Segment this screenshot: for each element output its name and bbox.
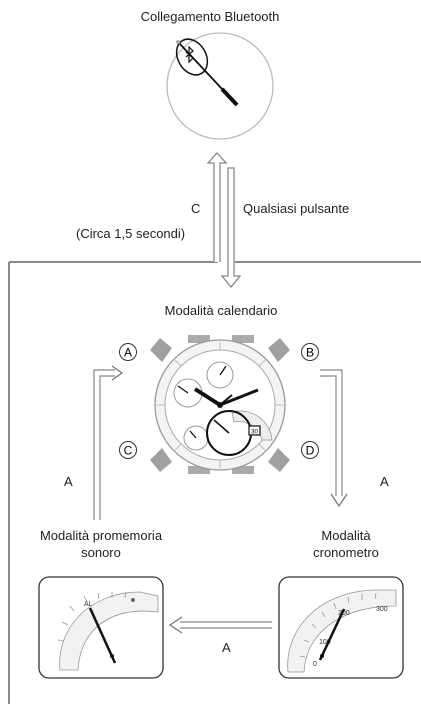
stopwatch-100-text: 100 <box>319 639 331 646</box>
alarm-mode-line2: sonoro <box>81 545 121 560</box>
button-b-marker: B <box>301 343 319 361</box>
vertical-arrows <box>206 152 242 289</box>
arrow-stopwatch-to-alarm <box>168 616 272 634</box>
bluetooth-icon <box>185 45 194 64</box>
arrow-bottom-a-label: A <box>222 640 231 655</box>
alarm-al-text: AL <box>84 601 93 608</box>
stopwatch-mode-line1: Modalità <box>321 528 371 543</box>
alarm-mode-title: Modalità promemoria sonoro <box>40 527 162 561</box>
bluetooth-connection-title: Collegamento Bluetooth <box>140 9 280 24</box>
c-button-label: C <box>191 201 201 216</box>
bluetooth-dial <box>166 32 274 140</box>
stopwatch-200-text: 200 <box>338 610 350 617</box>
date-window-text: 30 <box>251 430 258 436</box>
button-c-marker: C <box>119 441 137 459</box>
svg-text:C: C <box>124 444 133 458</box>
svg-text:B: B <box>306 346 314 360</box>
stopwatch-dial: 100 200 300 0 <box>278 576 404 679</box>
button-a-marker: A <box>119 343 137 361</box>
stopwatch-0-text: 0 <box>313 661 317 668</box>
button-d-marker: D <box>301 441 319 459</box>
any-button-label: Qualsiasi pulsante <box>243 201 350 216</box>
svg-text:A: A <box>124 346 132 360</box>
stopwatch-mode-line2: cronometro <box>313 545 379 560</box>
arrow-left-a-label: A <box>64 474 73 489</box>
frame-lines <box>8 261 421 704</box>
stopwatch-300-text: 300 <box>376 606 388 613</box>
stopwatch-mode-title: Modalità cronometro <box>313 527 379 561</box>
arrow-alarm-to-calendar <box>93 365 124 520</box>
arrow-right-a-label: A <box>380 474 389 489</box>
calendar-mode-title: Modalità calendario <box>164 303 278 318</box>
button-markers: A B C D <box>119 343 319 459</box>
svg-text:D: D <box>306 444 315 458</box>
arrow-calendar-to-stopwatch <box>320 369 348 508</box>
main-watch: 30 <box>150 335 290 474</box>
alarm-dial: AL <box>38 576 164 679</box>
alarm-mode-line1: Modalità promemoria <box>39 528 163 543</box>
approx-time-label: (Circa 1,5 secondi) <box>76 226 186 241</box>
